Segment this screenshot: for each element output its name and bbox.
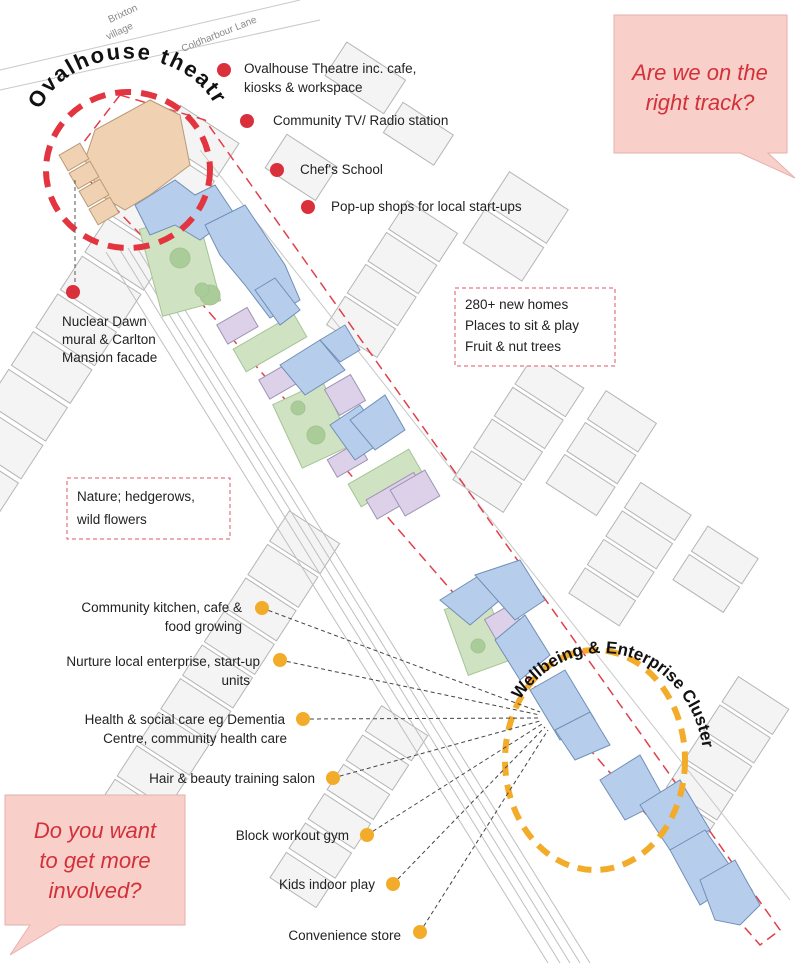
nature-line-1: Nature; hedgerows, <box>77 489 195 504</box>
marker-mural <box>66 285 80 299</box>
residential-blocks <box>134 179 761 926</box>
orange-legend: Community kitchen, cafe & food growing N… <box>66 600 427 943</box>
ovalhouse-circle <box>43 89 213 251</box>
label-mural-2: mural & Carlton <box>62 332 156 347</box>
marker-tv-radio <box>240 114 254 128</box>
marker-gym <box>360 828 374 842</box>
homes-line-1: 280+ new homes <box>465 297 568 312</box>
marker-popup-shops <box>301 200 315 214</box>
label-tv-radio: Community TV/ Radio station <box>273 113 448 128</box>
marker-enterprise <box>273 653 287 667</box>
red-legend: Ovalhouse Theatre inc. cafe, kiosks & wo… <box>62 61 522 365</box>
nature-box <box>66 477 231 540</box>
theatre-annex <box>58 142 120 226</box>
railway <box>105 243 591 963</box>
roads <box>0 0 791 901</box>
label-enterprise-1: Nurture local enterprise, start-up <box>66 654 260 669</box>
bubble-bottom-line-1: Do you want <box>34 818 157 843</box>
bubble-bottom-line-3: involved? <box>49 878 143 903</box>
label-community-kitchen-1: Community kitchen, cafe & <box>81 600 242 615</box>
label-community-kitchen-2: food growing <box>165 619 242 634</box>
label-kids-play: Kids indoor play <box>279 877 375 892</box>
label-ovalhouse-1: Ovalhouse Theatre inc. cafe, <box>244 61 416 76</box>
cluster-leaders <box>261 607 549 933</box>
bubble-top: Are we on the right track? <box>613 14 796 179</box>
label-gym: Block workout gym <box>236 828 349 843</box>
bubble-top-line-2: right track? <box>646 90 756 115</box>
label-popup-shops: Pop-up shops for local start-ups <box>331 199 522 214</box>
label-salon: Hair & beauty training salon <box>149 771 315 786</box>
street-brixton: Brixton <box>107 3 140 26</box>
marker-salon <box>326 771 340 785</box>
marker-kids-play <box>386 877 400 891</box>
label-convenience-store: Convenience store <box>288 928 401 943</box>
marker-chefs-school <box>270 163 284 177</box>
marker-convenience-store <box>413 925 427 939</box>
bubble-bottom-line-2: to get more <box>39 848 150 873</box>
nature-line-2: wild flowers <box>76 512 147 527</box>
label-ovalhouse-2: kiosks & workspace <box>244 80 363 95</box>
homes-line-2: Places to sit & play <box>465 318 579 333</box>
label-mural-1: Nuclear Dawn <box>62 314 147 329</box>
homes-line-3: Fruit & nut trees <box>465 339 561 354</box>
homes-box <box>454 287 616 367</box>
marker-community-kitchen <box>255 601 269 615</box>
label-mural-3: Mansion facade <box>62 350 157 365</box>
cluster-circle <box>502 647 688 873</box>
label-enterprise-2: units <box>221 673 250 688</box>
bubble-top-line-1: Are we on the <box>630 60 768 85</box>
label-health-care-1: Health & social care eg Dementia <box>85 712 286 727</box>
label-chefs-school: Chef's School <box>300 162 383 177</box>
marker-ovalhouse <box>217 63 231 77</box>
bubble-bottom: Do you want to get more involved? <box>4 794 186 956</box>
street-coldharbour: Coldharbour Lane <box>180 14 259 54</box>
marker-health-care <box>296 712 310 726</box>
label-health-care-2: Centre, community health care <box>103 731 287 746</box>
